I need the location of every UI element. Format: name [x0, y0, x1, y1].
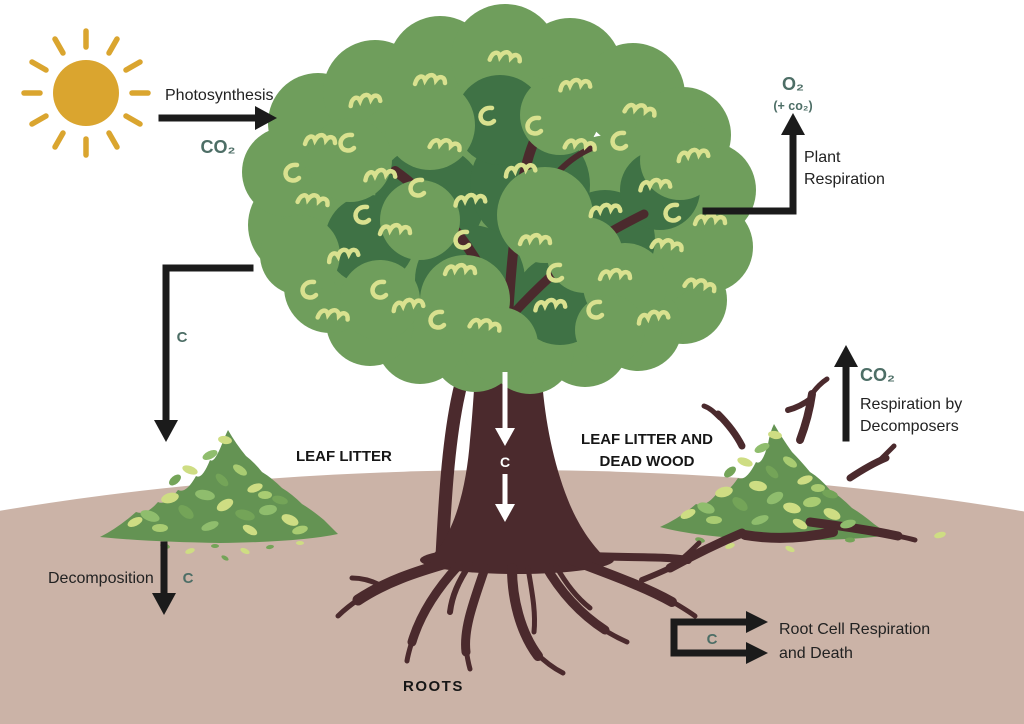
tree-illustration: C — [242, 4, 756, 676]
carbon-to-litter-arrow — [154, 264, 254, 442]
decomposition-arrow — [152, 541, 176, 615]
co2-in-label: CO₂ — [201, 137, 236, 157]
decomposer-respiration-arrow — [834, 345, 858, 442]
carbon-roots-label: C — [707, 631, 718, 648]
plus-co2-label: (+ co₂) — [773, 99, 812, 113]
leaf-litter-pile — [100, 430, 338, 561]
roots-label: ROOTS — [403, 678, 464, 695]
plant-respiration-label-1: Plant — [804, 149, 841, 166]
decomposition-label: Decomposition — [48, 570, 154, 587]
photosynthesis-arrow — [158, 106, 277, 130]
plant-respiration-label-2: Respiration — [804, 171, 885, 188]
carbon-trunk-label: C — [500, 454, 510, 470]
carbon-decomposition-label: C — [183, 570, 194, 587]
co2-out-label: CO₂ — [860, 365, 895, 385]
respiration-by-label-2: Decomposers — [860, 418, 959, 435]
dead-wood-pile — [639, 376, 946, 583]
o2-label: O₂ — [782, 74, 804, 94]
carbon-down-trunk-arrow: C — [495, 372, 515, 522]
photosynthesis-label: Photosynthesis — [165, 87, 274, 104]
carbon-left-label: C — [177, 329, 188, 346]
root-respiration-arrows — [670, 611, 768, 664]
root-cell-respiration-label-1: Root Cell Respiration — [779, 621, 930, 638]
leaf-litter-label: LEAF LITTER — [296, 448, 392, 465]
leaf-litter-dead-wood-label-2: DEAD WOOD — [600, 453, 695, 470]
plant-respiration-arrow — [702, 113, 805, 215]
respiration-by-label-1: Respiration by — [860, 396, 962, 413]
sun-icon — [21, 28, 151, 158]
root-cell-respiration-label-2: and Death — [779, 645, 853, 662]
tree-crown — [242, 4, 756, 394]
leaf-litter-dead-wood-label-1: LEAF LITTER AND — [581, 431, 713, 448]
